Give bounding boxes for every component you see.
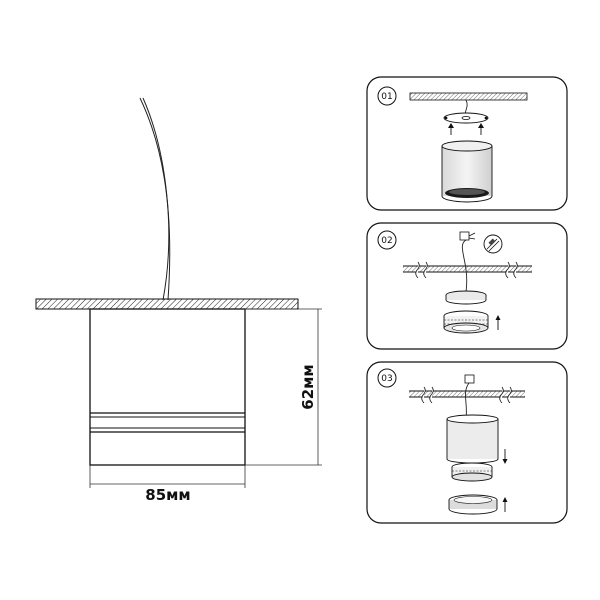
screw-icon bbox=[444, 116, 448, 120]
arrow-up-icon bbox=[448, 123, 454, 135]
height-label: 62мм bbox=[299, 364, 317, 409]
mounting-plate-hole bbox=[461, 116, 471, 120]
led-module bbox=[443, 310, 489, 334]
wire bbox=[461, 239, 468, 293]
step-number-badge bbox=[377, 368, 397, 388]
ceiling-plate bbox=[35, 298, 299, 310]
wire bbox=[465, 382, 470, 419]
step-panel-01: 01 bbox=[366, 76, 568, 211]
width-label: 85мм bbox=[145, 486, 190, 504]
step-number-badge bbox=[377, 86, 397, 106]
step-number-badge bbox=[377, 230, 397, 250]
wire-connector bbox=[459, 231, 470, 241]
luminaire-cylinder bbox=[441, 140, 493, 203]
width-dimension: 85мм bbox=[89, 465, 246, 504]
fixture-body bbox=[89, 308, 246, 466]
step-number: 02 bbox=[381, 236, 392, 246]
arrow-up-icon bbox=[478, 123, 484, 135]
housing-cylinder bbox=[446, 414, 499, 464]
arrow-up-icon bbox=[502, 497, 508, 512]
connector-detail-icon bbox=[483, 234, 503, 254]
suspension-wire bbox=[139, 97, 171, 301]
ceiling-section bbox=[403, 261, 532, 279]
step-panel-03: 03 bbox=[366, 361, 568, 524]
step-number: 03 bbox=[381, 374, 392, 384]
ceiling-section bbox=[409, 386, 525, 404]
wire-connector bbox=[464, 374, 475, 384]
step-panel-02: 02 bbox=[366, 222, 568, 350]
arrow-down-icon bbox=[502, 449, 508, 464]
led-module bbox=[451, 462, 493, 482]
mounting-base bbox=[445, 290, 487, 305]
arrow-up-icon bbox=[495, 315, 501, 330]
ceiling-slab bbox=[409, 92, 528, 101]
main-drawing: 62мм 85мм bbox=[35, 97, 322, 504]
suspension-wire bbox=[142, 97, 170, 301]
diffuser-ring bbox=[448, 494, 498, 515]
screw-icon bbox=[484, 116, 488, 120]
height-dimension: 62мм bbox=[245, 308, 322, 466]
step-number: 01 bbox=[381, 92, 392, 102]
